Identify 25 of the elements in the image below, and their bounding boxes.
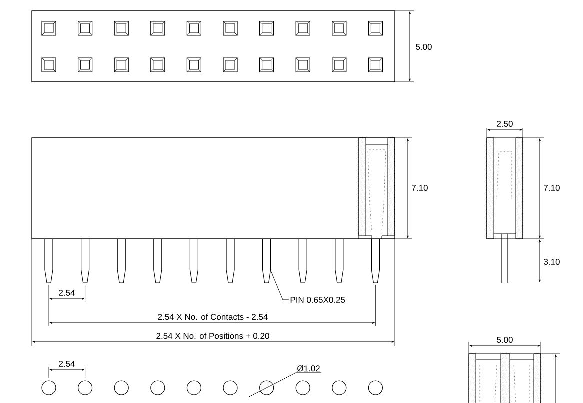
hole: [114, 380, 129, 396]
callout-text: Ø1.02: [298, 365, 320, 372]
dimension-text: 2.54 X No. of Contacts - 2.54: [158, 314, 268, 320]
hole: [150, 380, 166, 396]
dimension-text: 5.00: [497, 337, 513, 343]
dimension-text: 2.54: [59, 361, 76, 367]
hole: [260, 380, 274, 396]
dimension-text: 5.00: [414, 43, 434, 51]
hole: [332, 380, 347, 396]
hole: [42, 380, 56, 396]
hole: [223, 380, 238, 396]
pin: [262, 238, 272, 284]
leader-line: [249, 372, 322, 398]
dimension-text: 2.54 X No. of Positions + 0.20: [156, 332, 270, 340]
hole: [368, 380, 383, 396]
leader-line: [270, 270, 290, 300]
hole: [186, 380, 202, 396]
callout-text: PIN 0.65X0.25: [290, 297, 346, 303]
dimension-text: 2.54: [59, 290, 76, 296]
hole: [78, 380, 93, 396]
dimension-text: 2.50: [497, 121, 513, 127]
dimension-text: 3.10: [542, 258, 562, 266]
dimension-text: 7.10: [542, 184, 562, 192]
dimension-text: 7.10: [410, 184, 430, 192]
hole: [296, 380, 310, 396]
